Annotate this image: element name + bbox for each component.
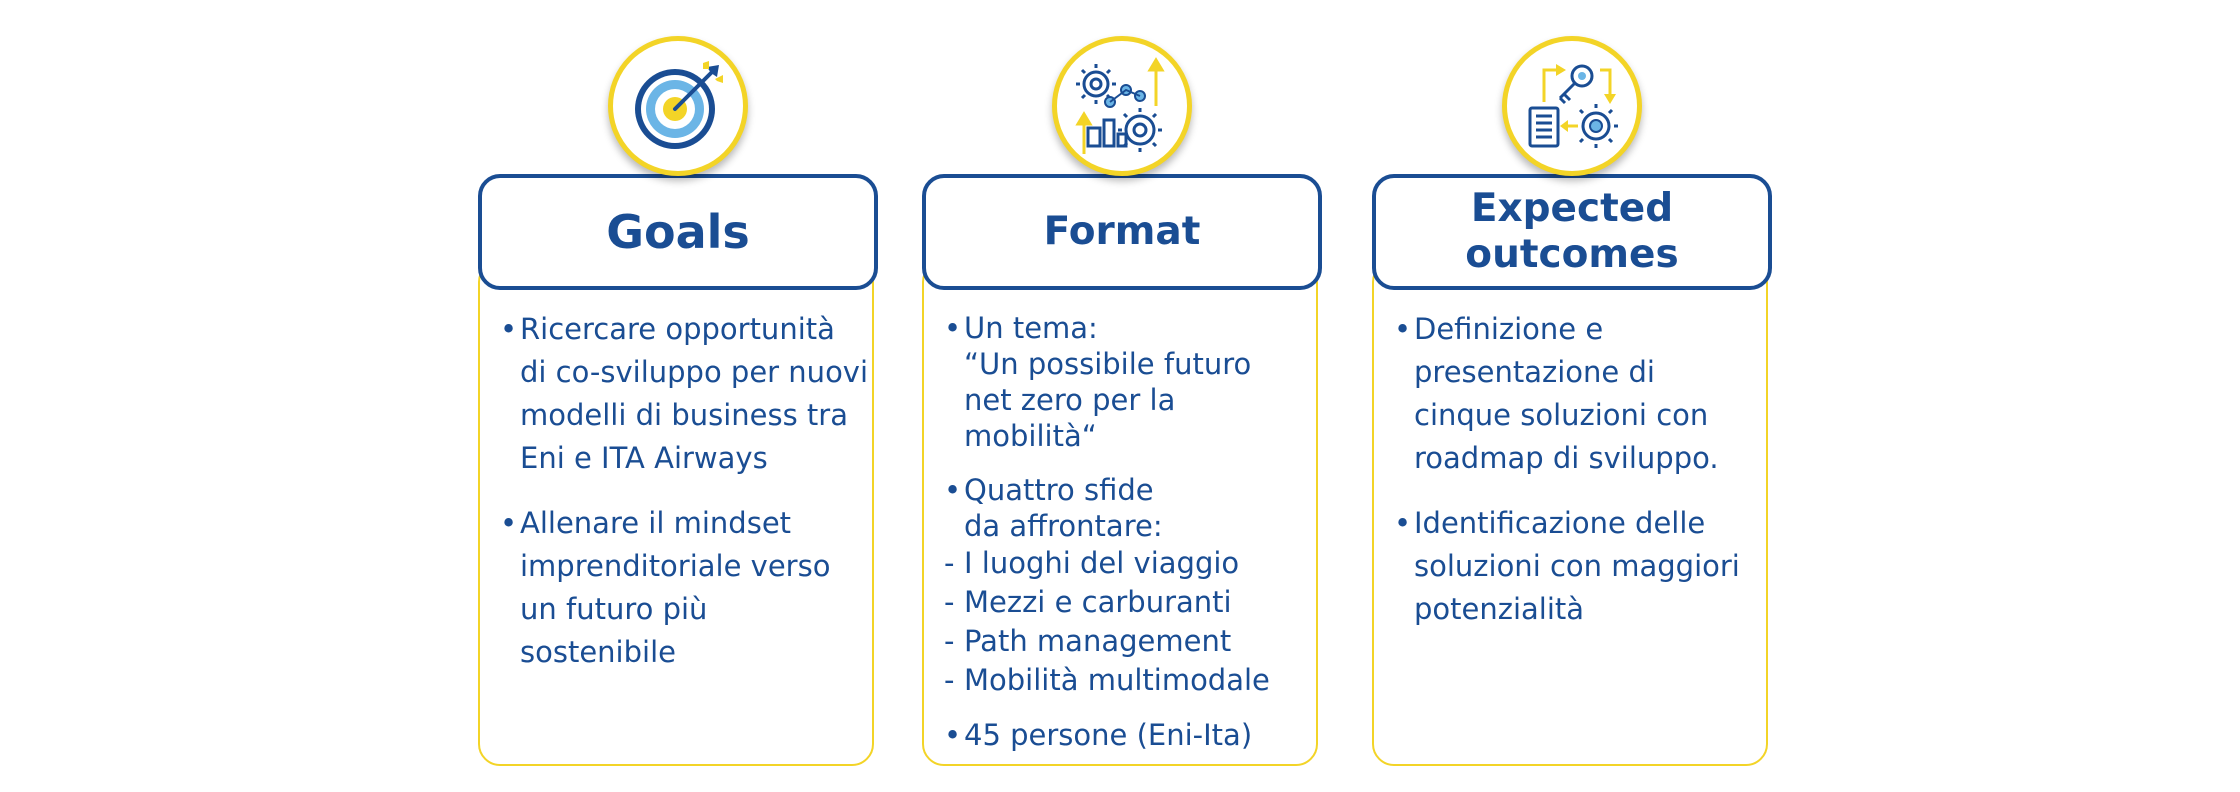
goals-column: Goals • Ricercare opportunità di co-svil… bbox=[478, 0, 878, 780]
item-text: Definizione e presentazione di cinque so… bbox=[1414, 312, 1719, 475]
goals-header: Goals bbox=[478, 174, 878, 290]
bullet: • bbox=[1394, 312, 1412, 346]
bullet: • bbox=[944, 311, 962, 345]
format-header: Format bbox=[922, 174, 1322, 290]
format-list: • Un tema: “Un possibile futuro net zero… bbox=[944, 310, 1314, 757]
list-item: • 45 persone (Eni-Ita) bbox=[944, 714, 1314, 757]
list-item: • Definizione e presentazione di cinque … bbox=[1394, 308, 1764, 480]
item-text: Allenare il mindset imprenditoriale vers… bbox=[520, 506, 831, 669]
list-item: • Allenare il mindset imprenditoriale ve… bbox=[500, 502, 870, 674]
format-column: Format bbox=[922, 0, 1322, 780]
item-text: Identificazione delle soluzioni con magg… bbox=[1414, 506, 1740, 626]
dash: - bbox=[944, 663, 955, 697]
goals-list: • Ricercare opportunità di co-sviluppo p… bbox=[500, 308, 870, 674]
challenge-list: - I luoghi del viaggio - Mezzi e carbura… bbox=[944, 544, 1314, 700]
gears-analytics-icon bbox=[1052, 36, 1192, 176]
dash: - bbox=[944, 585, 955, 619]
bullet: • bbox=[944, 718, 962, 752]
list-item: • Ricercare opportunità di co-sviluppo p… bbox=[500, 308, 870, 480]
item-text: Ricercare opportunità di co-sviluppo per… bbox=[520, 312, 869, 475]
item-text: Mezzi e carburanti bbox=[964, 585, 1232, 619]
list-item: • Un tema: “Un possibile futuro net zero… bbox=[944, 310, 1314, 454]
outcomes-list: • Definizione e presentazione di cinque … bbox=[1394, 308, 1764, 631]
list-item: • Identificazione delle soluzioni con ma… bbox=[1394, 502, 1764, 631]
item-text: Un tema: “Un possibile futuro net zero p… bbox=[964, 311, 1252, 453]
key-document-gear-icon bbox=[1502, 36, 1642, 176]
dash: - bbox=[944, 624, 955, 658]
bullet: • bbox=[500, 506, 518, 540]
item-text: I luoghi del viaggio bbox=[964, 546, 1240, 580]
list-item: - Mezzi e carburanti bbox=[944, 583, 1314, 622]
list-item: - I luoghi del viaggio bbox=[944, 544, 1314, 583]
list-item: - Path management bbox=[944, 622, 1314, 661]
goals-title: Goals bbox=[606, 205, 750, 259]
format-title: Format bbox=[1043, 209, 1201, 254]
outcomes-title: Expected outcomes bbox=[1465, 186, 1679, 277]
outcomes-column: Expected outcomes bbox=[1372, 0, 1772, 780]
target-icon bbox=[608, 36, 748, 176]
item-text: Path management bbox=[964, 624, 1232, 658]
outcomes-header: Expected outcomes bbox=[1372, 174, 1772, 290]
item-text: Mobilità multimodale bbox=[964, 663, 1270, 697]
item-text: Quattro sfide da affrontare: bbox=[964, 473, 1163, 543]
list-item: • Quattro sfide da affrontare: bbox=[944, 472, 1314, 544]
bullet: • bbox=[500, 312, 518, 346]
item-text: 45 persone (Eni-Ita) bbox=[964, 718, 1253, 752]
bullet: • bbox=[1394, 506, 1412, 540]
bullet: • bbox=[944, 473, 962, 507]
list-item: - Mobilità multimodale bbox=[944, 661, 1314, 700]
dash: - bbox=[944, 546, 955, 580]
